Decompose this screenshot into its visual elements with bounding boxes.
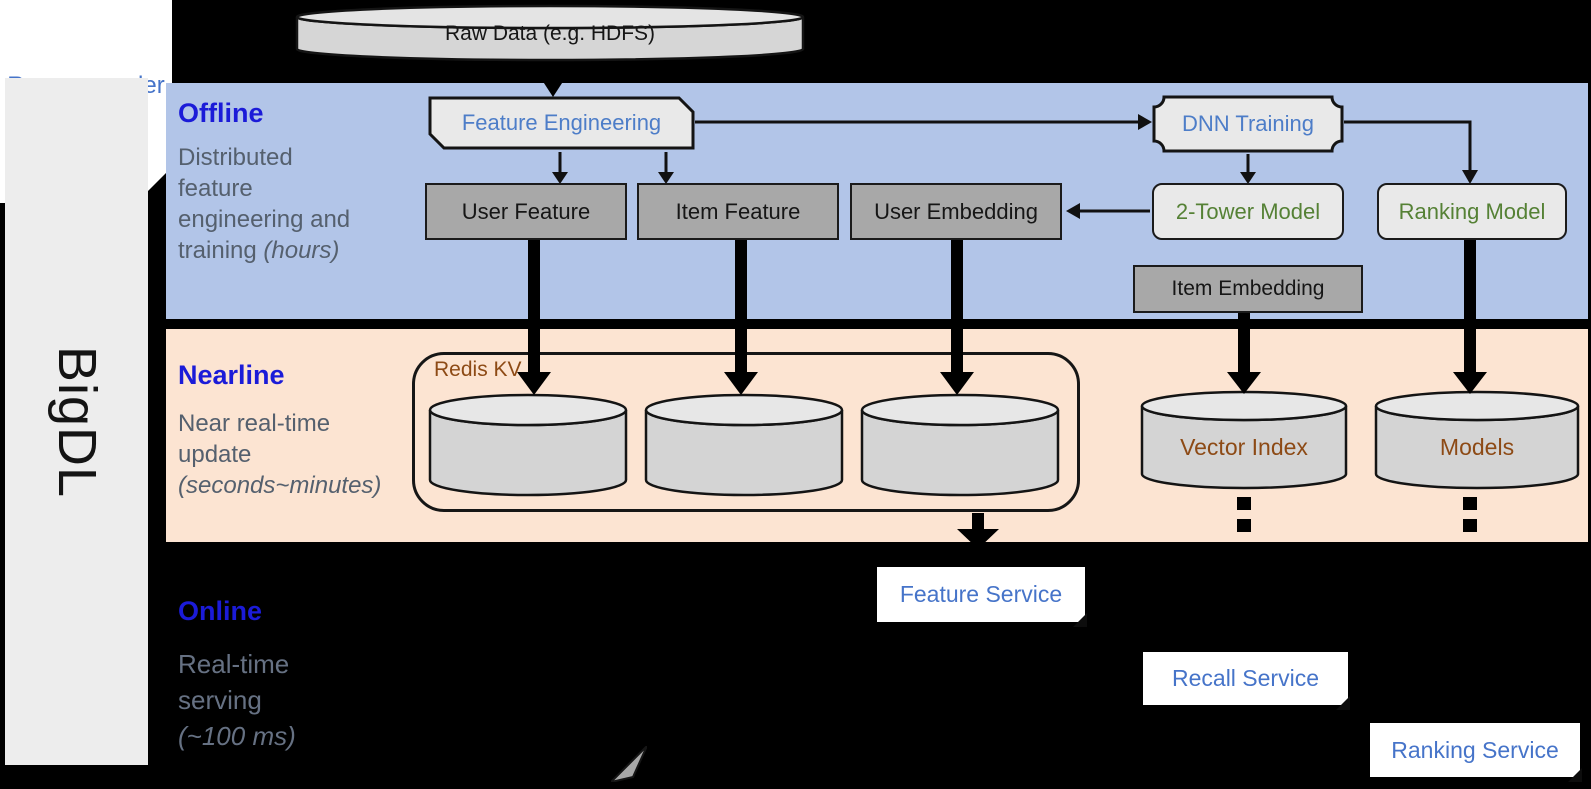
ranking-service-box: Ranking Service [1370,723,1582,782]
vector-index-cylinder [1140,390,1348,490]
raw-data-label: Raw Data (e.g. HDFS) [444,22,656,45]
ranking-model-box: Ranking Model [1377,183,1567,240]
redis-cylinder-2 [644,393,844,497]
feature-service-box: Feature Service [877,567,1087,627]
nearline-description: Near real-time update (seconds~minutes) [178,408,382,501]
ranking-service-fold-icon [1568,768,1582,782]
recall-service-label: Recall Service [1172,665,1319,691]
online-description: Real-time serving (~100 ms) [178,646,308,754]
models-label: Models [1439,433,1515,460]
dnn-training-shape [1152,95,1344,153]
offline-title: Offline [178,98,264,128]
online-time-text: (~100 ms) [178,721,296,751]
two-tower-model-box: 2-Tower Model [1152,183,1344,240]
raw-data-cylinder [295,4,805,62]
feature-service-label: Feature Service [899,581,1063,607]
item-embedding-box: Item Embedding [1133,265,1363,313]
feature-engineering-shape [428,96,695,150]
models-cylinder [1374,390,1580,490]
nearline-time-text: (seconds~minutes) [178,472,382,499]
bigdl-sidebar: BigDL [5,78,148,765]
redis-kv-label: Redis KV [434,358,522,381]
item-feature-box: Item Feature [637,183,839,240]
nearline-title: Nearline [178,360,285,390]
section-divider-line [166,319,1588,329]
document-fold-corner [611,746,647,782]
user-embedding-box: User Embedding [850,183,1062,240]
offline-time-text: (hours) [263,237,340,264]
redis-cylinder-3 [860,393,1060,497]
recall-service-fold-icon [1336,696,1350,710]
redis-cylinder-1 [428,393,628,497]
recall-service-box: Recall Service [1143,652,1350,710]
bigdl-logo-text: BigDL [46,345,107,498]
nearline-desc-text: Near real-time update [178,410,331,468]
user-feature-box: User Feature [425,183,627,240]
ranking-service-label: Ranking Service [1391,736,1559,763]
feature-engineering-label: Feature Engineering [461,110,662,135]
vector-index-label: Vector Index [1180,433,1308,460]
offline-desc-text: Distributed feature engineering and trai… [178,144,351,264]
online-desc-text: Real-time serving [178,649,290,715]
online-title: Online [178,596,263,626]
dnn-training-label: DNN Training [1181,111,1315,136]
offline-description: Distributed feature engineering and trai… [178,142,368,266]
feature-service-fold-icon [1073,613,1087,627]
